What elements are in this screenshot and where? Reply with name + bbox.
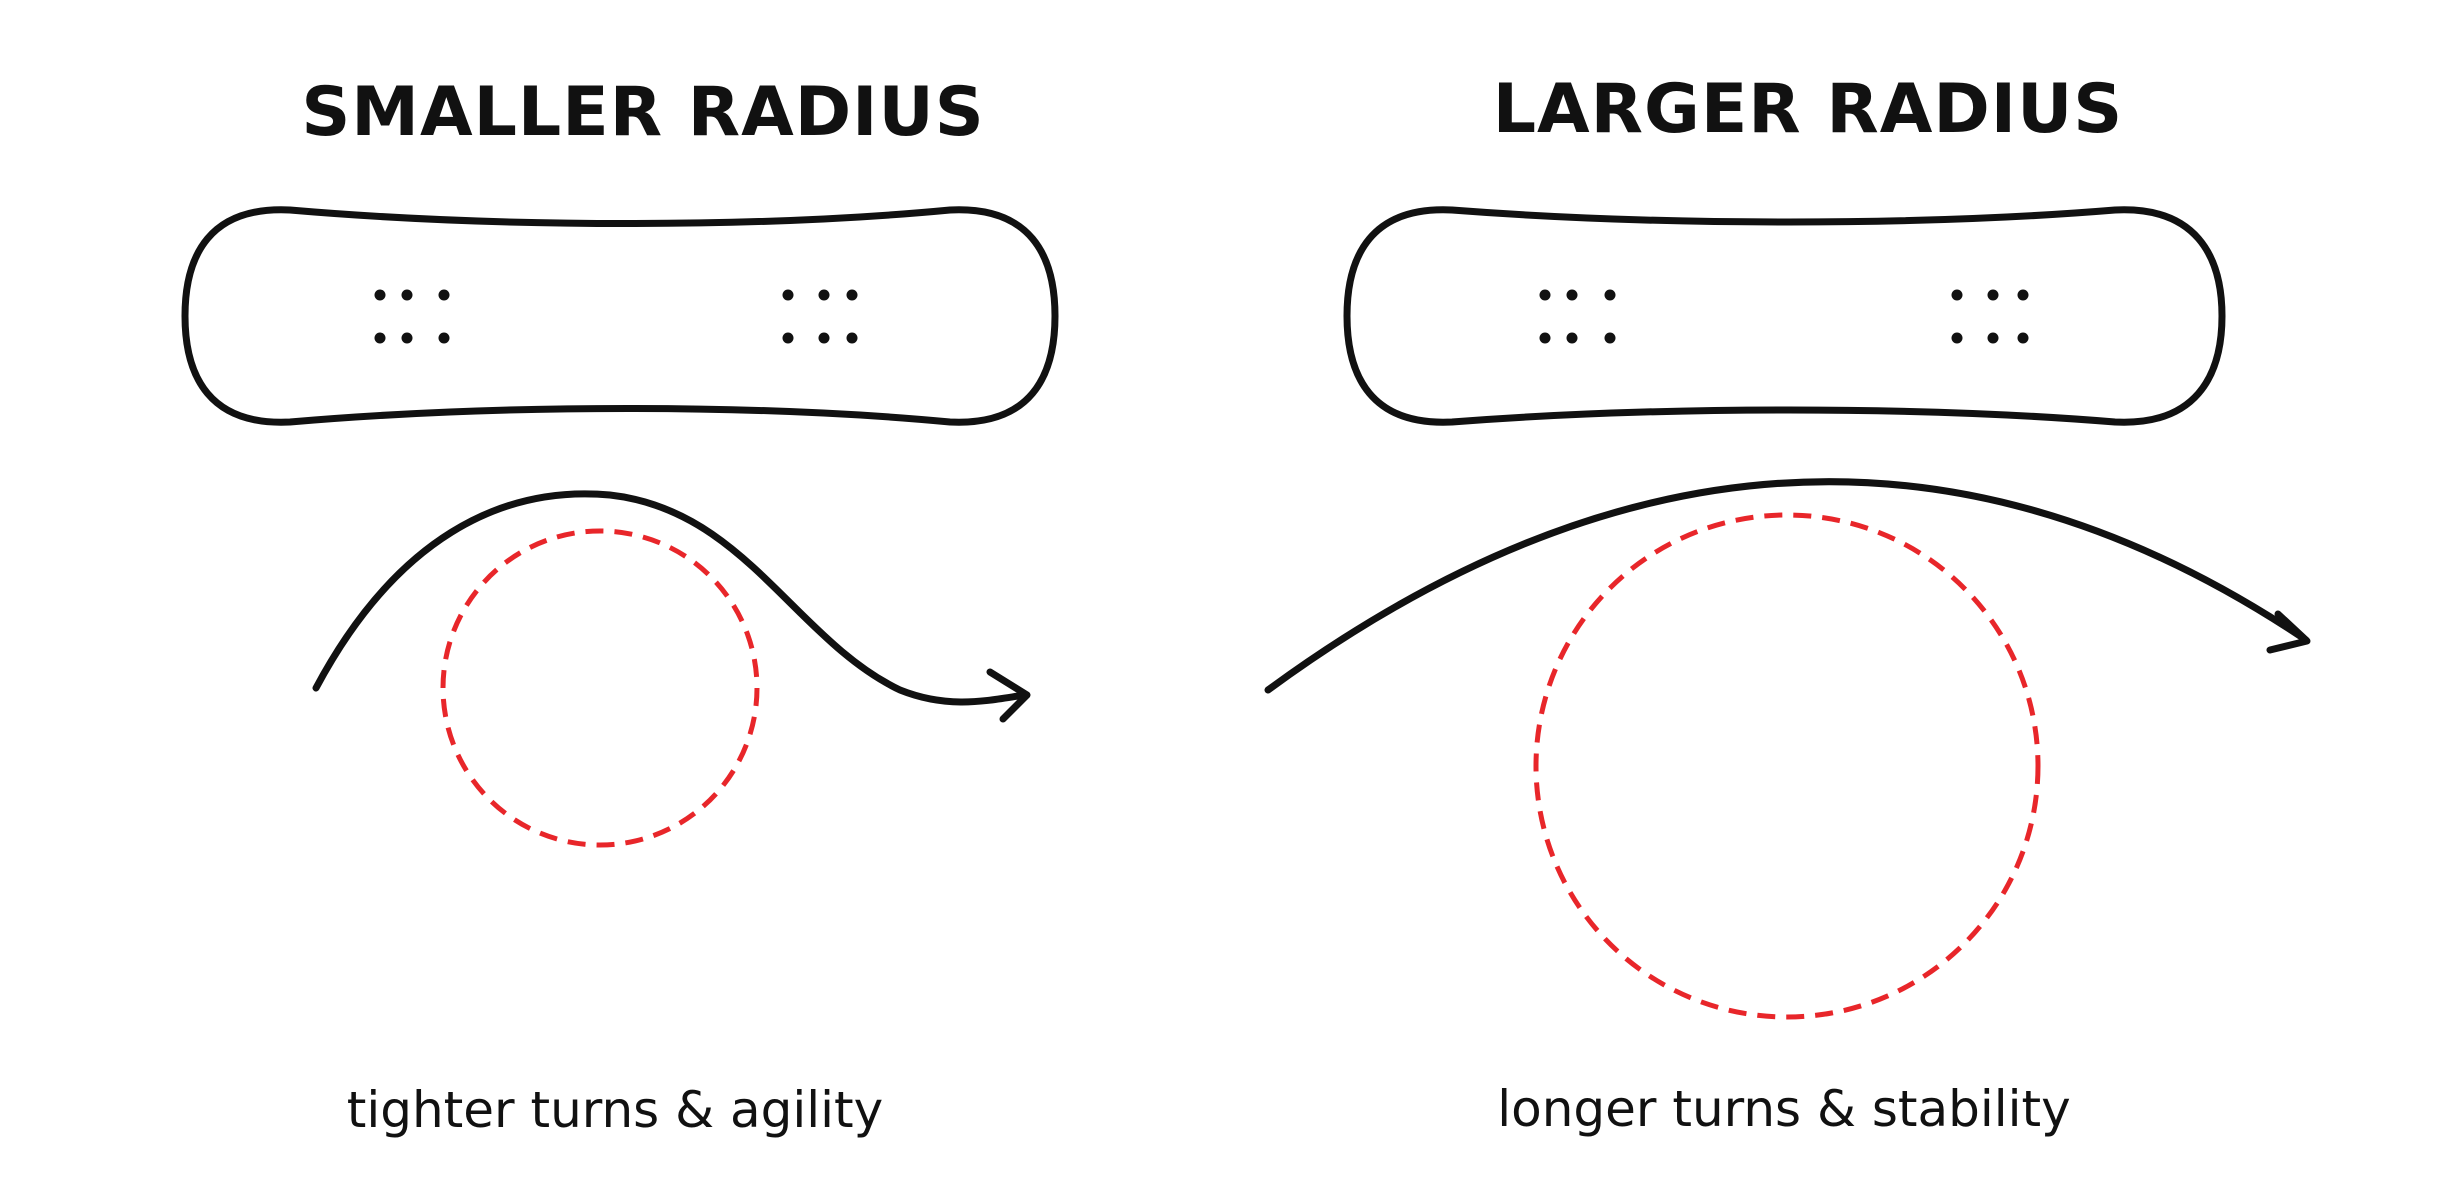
insert-hole (2017, 332, 2029, 344)
insert-hole (1951, 289, 1963, 301)
binding-inserts-back-larger (1951, 289, 2029, 344)
insert-hole (846, 332, 858, 344)
insert-hole (2017, 289, 2029, 301)
insert-hole (1604, 332, 1616, 344)
insert-hole (1604, 289, 1616, 301)
insert-hole (1987, 289, 1999, 301)
snowboard-smaller-radius (181, 206, 1059, 426)
arrow-head-icon (2266, 610, 2311, 654)
insert-hole (1539, 289, 1551, 301)
insert-hole (401, 332, 413, 344)
turn-radius-circle-smaller (440, 528, 760, 848)
insert-hole (1566, 289, 1578, 301)
insert-hole (1566, 332, 1578, 344)
insert-hole (438, 332, 450, 344)
panel-title-larger-radius: LARGER RADIUS (1493, 70, 2124, 149)
binding-inserts-front-larger (1539, 289, 1616, 344)
arrow-head-icon (986, 668, 1031, 723)
insert-hole (846, 289, 858, 301)
panel-title-smaller-radius: SMALLER RADIUS (301, 73, 984, 152)
insert-hole (374, 289, 386, 301)
binding-inserts-back-smaller (782, 289, 858, 344)
insert-hole (782, 289, 794, 301)
binding-inserts-front-smaller (374, 289, 450, 344)
insert-hole (438, 289, 450, 301)
insert-hole (374, 332, 386, 344)
turn-path-larger (1264, 478, 2310, 694)
panel-smaller-radius: SMALLER RADIUS tighter turns & agility (181, 73, 1059, 1139)
turn-radius-circle-larger (1533, 512, 2041, 1020)
panel-larger-radius: LARGER RADIUS longer turns & stability (1264, 70, 2311, 1138)
insert-hole (818, 289, 830, 301)
insert-hole (1987, 332, 1999, 344)
snowboard-larger-radius (1343, 206, 2226, 426)
insert-hole (1539, 332, 1551, 344)
turn-path-smaller (312, 490, 1029, 706)
insert-hole (401, 289, 413, 301)
insert-hole (1951, 332, 1963, 344)
panel-caption-smaller-radius: tighter turns & agility (347, 1081, 883, 1139)
insert-hole (782, 332, 794, 344)
insert-hole (818, 332, 830, 344)
panel-caption-larger-radius: longer turns & stability (1497, 1080, 2071, 1138)
